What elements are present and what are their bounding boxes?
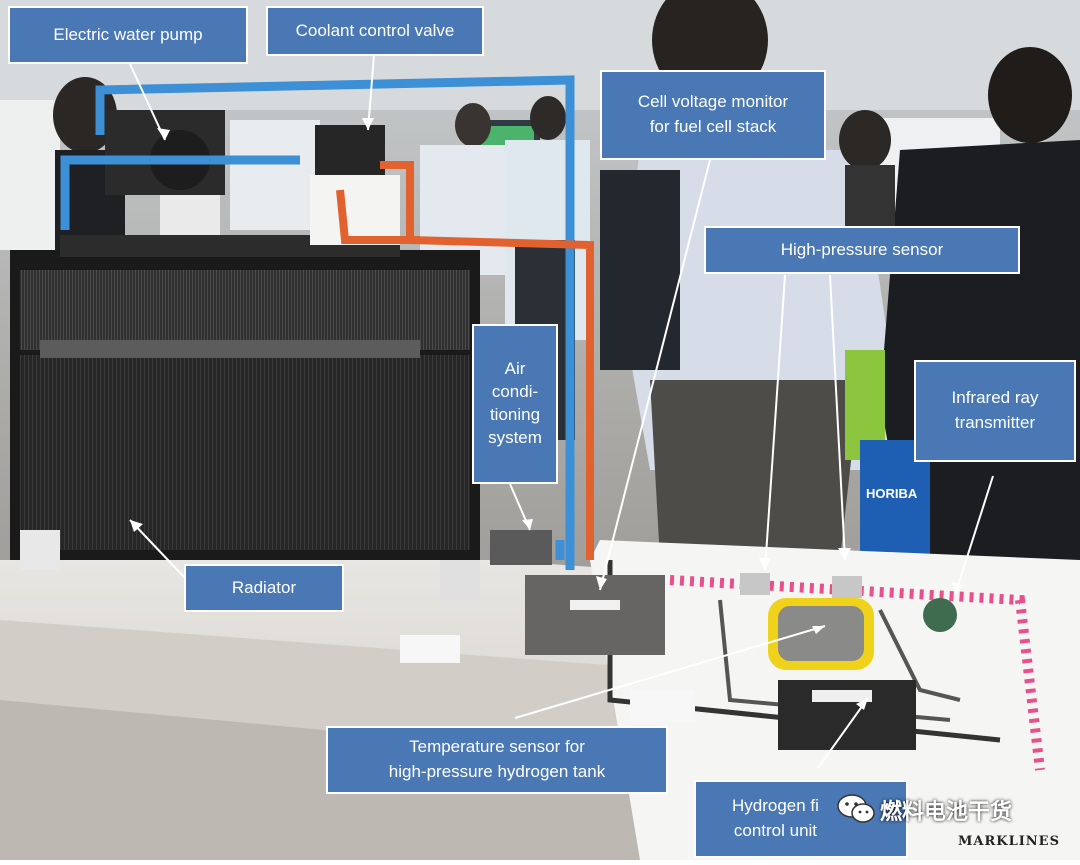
person bbox=[530, 96, 566, 140]
infrared-transmitter bbox=[923, 598, 957, 632]
air-conditioning-unit bbox=[490, 530, 552, 565]
person bbox=[839, 110, 891, 170]
label-radiator: Radiator bbox=[184, 564, 344, 612]
person bbox=[455, 103, 491, 147]
label-electric-water-pump: Electric water pump bbox=[8, 6, 248, 64]
booth-sign: HORIBA bbox=[866, 486, 918, 501]
backpack bbox=[600, 170, 680, 370]
label-high-pressure-sensor: High-pressure sensor bbox=[704, 226, 1020, 274]
cell-voltage-monitor bbox=[525, 575, 665, 655]
pointer-lines bbox=[129, 54, 994, 769]
person bbox=[988, 47, 1072, 143]
label-temperature-sensor: Temperature sensor for high-pressure hyd… bbox=[326, 726, 668, 794]
label-coolant-control-valve: Coolant control valve bbox=[266, 6, 484, 56]
poster bbox=[230, 120, 320, 230]
coolant-pipe-blue bbox=[95, 75, 575, 570]
high-pressure-sensor bbox=[740, 573, 770, 595]
label-air-conditioning-system: Air condi- tioning system bbox=[472, 324, 558, 484]
label-hydrogen-fill-control-unit: Hydrogen fi control unit bbox=[694, 780, 908, 858]
label-infrared-ray-transmitter: Infrared ray transmitter bbox=[914, 360, 1076, 462]
label-cell-voltage-monitor: Cell voltage monitor for fuel cell stack bbox=[600, 70, 826, 160]
watermark-text: 燃料电池干货 bbox=[880, 800, 1013, 825]
marklines-logo: MARKLINES bbox=[958, 834, 1060, 849]
wechat-icon bbox=[837, 794, 875, 823]
